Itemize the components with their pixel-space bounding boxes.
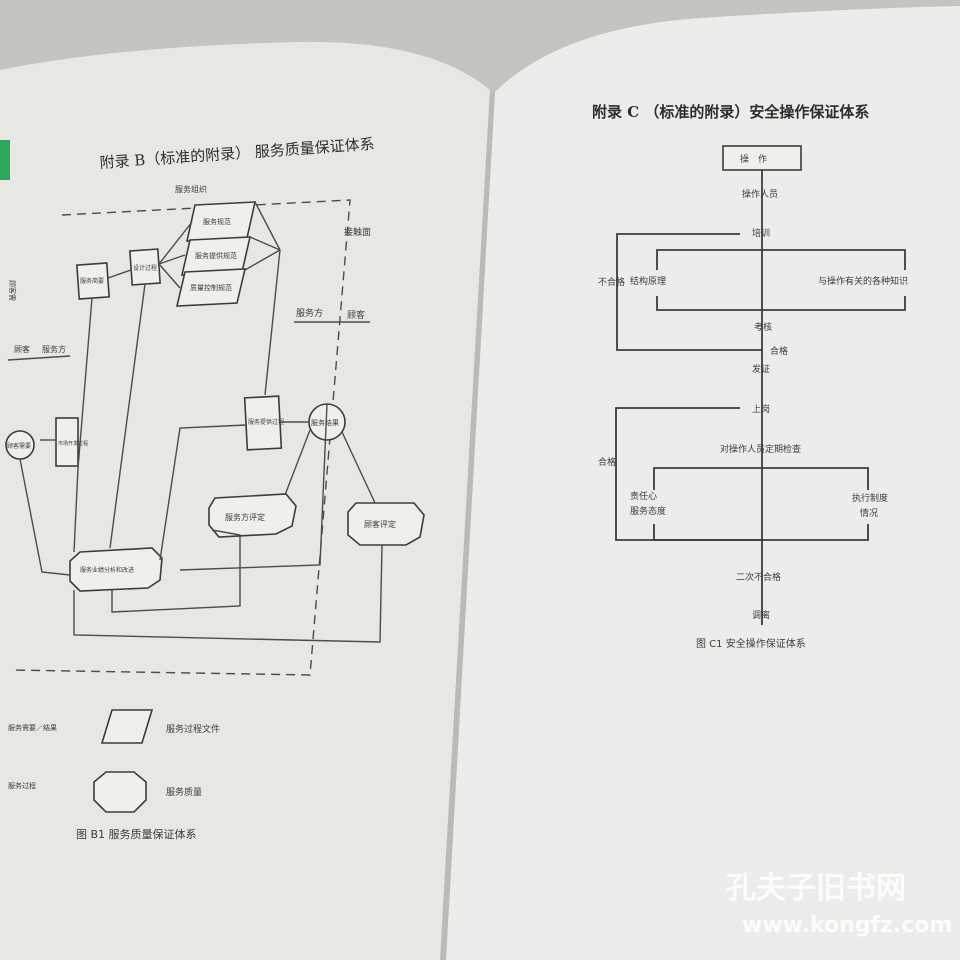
green-edge	[0, 140, 10, 180]
node-provide-text: 服务提供过程	[248, 418, 284, 426]
left-connectors	[19, 201, 383, 643]
left-label-need: 顾客需	[8, 280, 17, 301]
node-exam-text: 考核	[754, 321, 772, 333]
node-design	[128, 248, 162, 286]
node-cert-text: 发证	[752, 363, 770, 375]
node-design-text: 设计过程	[133, 264, 157, 272]
node-brief-text: 服务简要	[80, 277, 104, 285]
node-market-text: 市场开发过程	[58, 440, 88, 447]
node-spec2-text: 服务提供规范	[195, 251, 237, 260]
node-result-text: 服务结果	[311, 418, 339, 427]
watermark-url: www.kongfz.com	[742, 913, 952, 938]
node-provider-eval	[208, 493, 297, 538]
node-brief	[75, 262, 111, 300]
node-exec-text: 执行制度	[852, 492, 888, 504]
side-pass-text: 合格	[598, 456, 616, 468]
node-post-text: 上岗	[752, 404, 770, 415]
left-label-customer: 顾客	[14, 344, 30, 354]
node-fail-twice-text: 二次不合格	[736, 571, 781, 583]
node-customer-eval-text: 顾客评定	[364, 519, 396, 529]
side-fail-text: 不合格	[598, 276, 625, 288]
node-customer-eval	[347, 502, 425, 546]
interface-label: 接触面	[344, 226, 371, 238]
right-page	[440, 6, 960, 960]
node-market	[55, 417, 79, 467]
node-spec3-text: 质量控制规范	[190, 283, 232, 292]
node-analysis-text: 服务业绩分析和改进	[80, 566, 134, 574]
node-knowledge-text: 与操作有关的各种知识	[818, 275, 908, 287]
node-op-text: 操 作	[740, 153, 767, 165]
node-staff-text: 操作人员	[742, 188, 778, 200]
left-label-provider: 服务方	[42, 344, 66, 354]
join-train	[656, 296, 906, 311]
branch-check	[653, 467, 869, 490]
node-status-text: 情况	[860, 507, 878, 519]
legend-octagon	[93, 771, 147, 813]
legend-label-1: 服务需要／结果	[8, 723, 57, 732]
org-label: 服务组织	[175, 184, 207, 194]
node-pass1-text: 合格	[770, 345, 788, 357]
node-provide	[243, 395, 283, 451]
node-spec3	[175, 268, 247, 307]
loop-pass	[615, 407, 762, 541]
branch-train	[656, 249, 906, 270]
node-provider-eval-text: 服务方评定	[225, 512, 265, 522]
right-page-title: 附录 C （标准的附录）安全操作保证体系	[592, 103, 869, 121]
legend-desc-2: 服务质量	[166, 786, 202, 798]
provider-label: 服务方	[296, 307, 323, 319]
right-caption: 图 C1 安全操作保证体系	[696, 637, 806, 650]
legend-desc-1: 服务过程文件	[166, 723, 220, 735]
customer-label: 顾客	[347, 309, 365, 321]
legend-parallelogram	[100, 709, 154, 744]
watermark-name: 孔夫子旧书网	[726, 871, 906, 906]
node-train-text: 培训	[752, 227, 770, 239]
left-caption: 图 B1 服务质量保证体系	[76, 827, 197, 841]
legend-label-2: 服务过程	[8, 781, 36, 790]
node-attitude-text: 服务态度	[630, 505, 666, 517]
node-spec1-text: 服务规范	[203, 217, 231, 226]
node-analysis	[69, 547, 163, 592]
node-need-text: 顾客需要	[7, 442, 31, 450]
node-resp-text: 责任心	[630, 490, 657, 502]
node-check-text: 对操作人员定期检查	[720, 443, 801, 455]
node-leave-text: 调离	[752, 609, 770, 621]
loop-fail	[616, 233, 762, 351]
node-principle-text: 结构原理	[630, 275, 666, 287]
